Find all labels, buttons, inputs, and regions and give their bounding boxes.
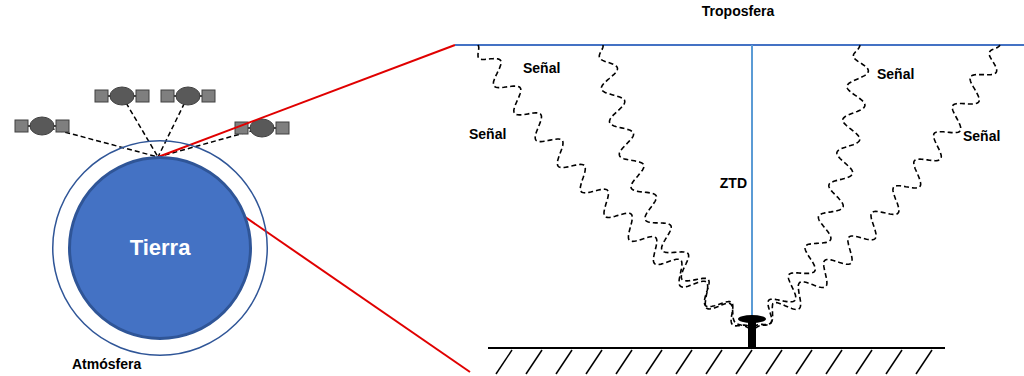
antenna-dish	[738, 315, 766, 323]
satellite-signal	[122, 96, 158, 157]
wavy-signal	[478, 45, 748, 328]
zoom-line	[158, 45, 455, 157]
ground-hatch	[826, 350, 842, 374]
solar-panel	[136, 90, 149, 102]
ground-hatch	[586, 350, 602, 374]
ground-hatch	[736, 350, 752, 374]
ground-hatch	[916, 350, 932, 374]
solar-panel	[202, 90, 215, 102]
ground-hatch	[706, 350, 722, 374]
signal-label: Señal	[876, 66, 915, 82]
solar-panel	[276, 122, 289, 134]
satellite-symbol	[161, 87, 215, 105]
ground-hatch	[856, 350, 872, 374]
ztd-label: ZTD	[719, 175, 748, 191]
wavy-signal	[599, 45, 750, 328]
satellite-symbol	[15, 117, 69, 135]
satellite-symbol	[235, 119, 289, 137]
ground-hatch	[646, 350, 662, 374]
solar-panel	[15, 120, 28, 132]
earth-circle	[70, 158, 251, 339]
satellite-symbol	[95, 87, 149, 105]
satellite-body	[110, 87, 134, 105]
satellite-signal	[42, 96, 262, 157]
earth-circle: Tierra	[68, 156, 252, 340]
troposphere-line	[455, 44, 1024, 46]
ground-hatch	[496, 350, 932, 374]
satellite-body	[30, 117, 54, 135]
ground-hatch	[526, 350, 542, 374]
ground-hatch	[796, 350, 812, 374]
atmosphere-circle	[53, 141, 268, 356]
ground-hatch	[676, 350, 692, 374]
solar-panel	[56, 120, 69, 132]
signal-label: Señal	[468, 126, 507, 142]
layer-label: Troposfera	[701, 3, 775, 19]
earth-label: Tierra	[130, 235, 191, 261]
signal-label: Señal	[962, 128, 1001, 144]
ground-hatch	[556, 350, 572, 374]
solar-panel	[161, 90, 174, 102]
atmosphere-label: Atmósfera	[72, 356, 141, 372]
wavy-signal	[478, 45, 1000, 328]
satellite-body	[176, 87, 200, 105]
ground-hatch	[766, 350, 782, 374]
ztd-line	[751, 45, 753, 316]
ground-hatch	[616, 350, 632, 374]
satellite-symbol	[15, 87, 289, 137]
signal-label: Señal	[522, 60, 561, 76]
wavy-signal	[756, 45, 1000, 328]
ground-hatch	[886, 350, 902, 374]
ground-hatch	[496, 350, 512, 374]
ground-line	[488, 347, 945, 349]
atmosphere-circle: Atmósfera Tierra	[52, 140, 268, 376]
solar-panel	[95, 90, 108, 102]
wavy-signal	[754, 45, 868, 328]
antenna-stem	[748, 320, 756, 348]
